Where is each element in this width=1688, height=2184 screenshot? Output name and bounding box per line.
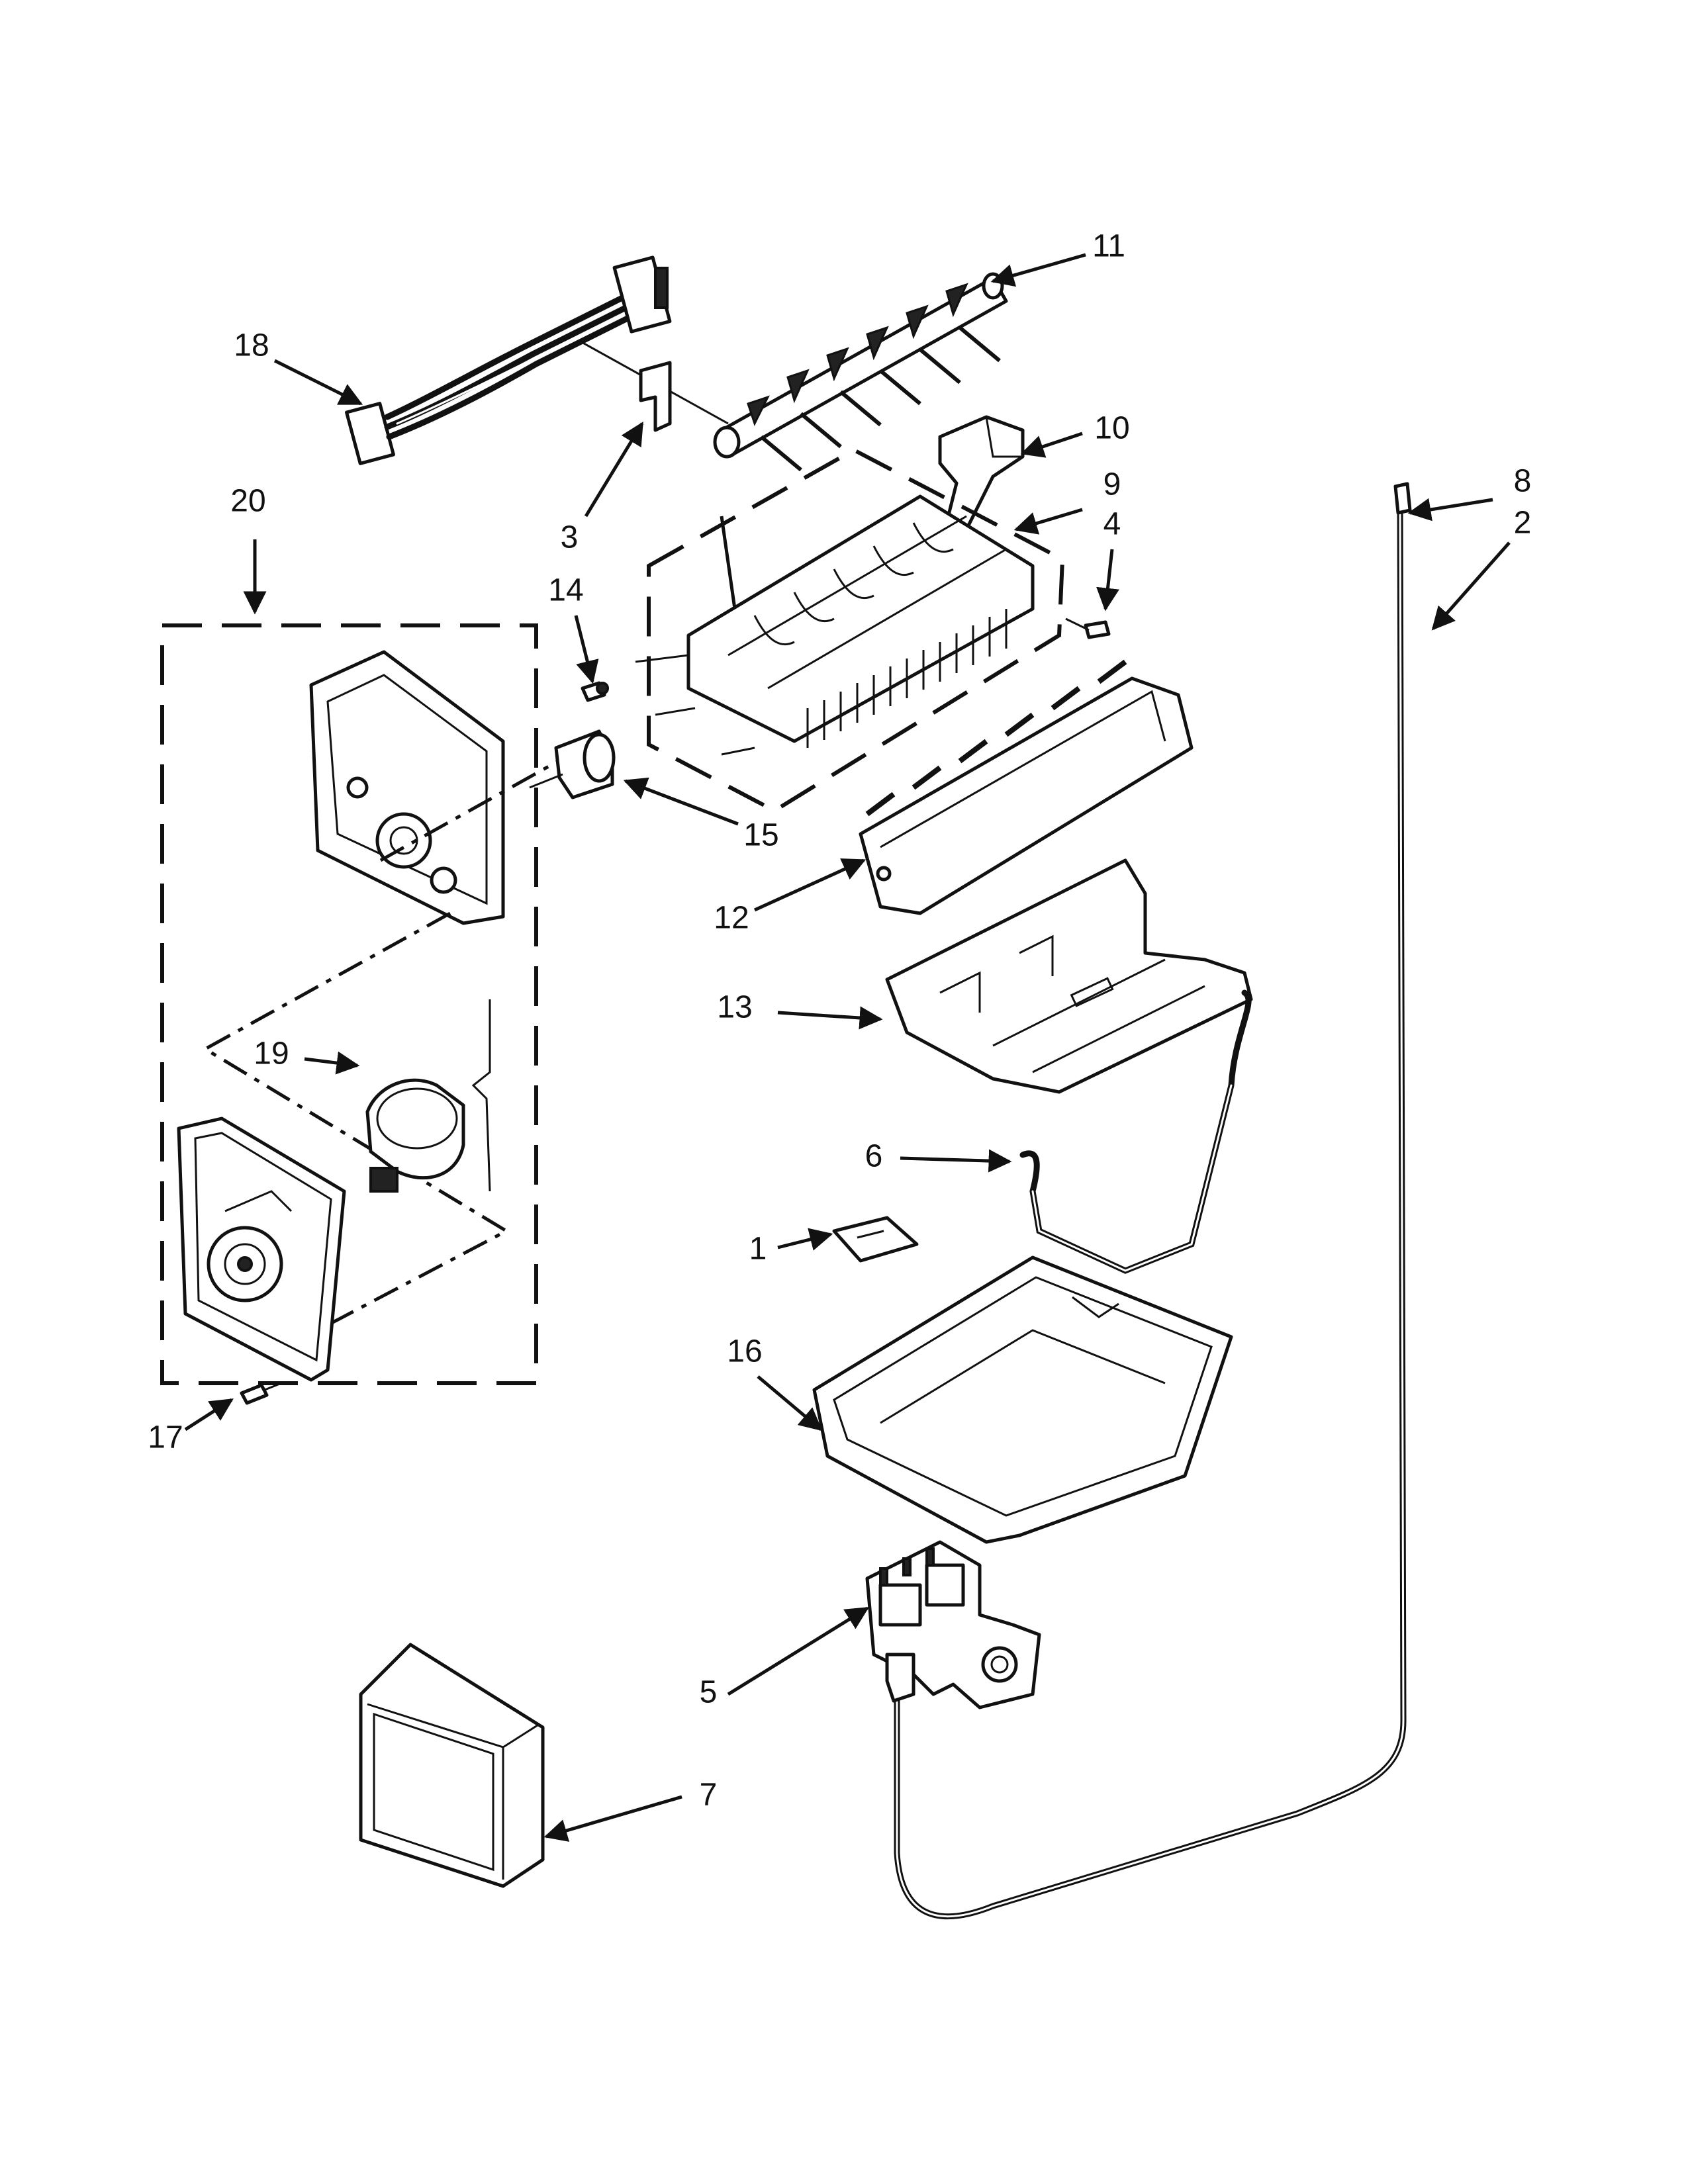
gear-motor-part-19 [365, 999, 491, 1193]
callout-3: 3 [561, 520, 579, 555]
callout-4: 4 [1103, 507, 1121, 542]
cover-part-10 [938, 415, 1025, 531]
bracket-part-13 [885, 858, 1253, 1094]
motor-assembly-box-part-20 [160, 623, 538, 1385]
callout-6: 6 [865, 1139, 883, 1174]
plate-part-1 [832, 1216, 919, 1263]
callout-7: 7 [700, 1778, 718, 1813]
callout-11: 11 [1092, 229, 1125, 264]
wire-harness-part-18 [345, 255, 729, 465]
thermostat-part-15 [529, 729, 616, 799]
ejector-part-11 [713, 272, 1008, 472]
callout-leaders [184, 253, 1511, 1842]
callout-numbers: 11 18 10 8 9 20 2 4 3 14 15 12 13 19 6 1… [148, 229, 1531, 1813]
callout-20: 20 [230, 484, 265, 519]
callout-9: 9 [1103, 467, 1121, 502]
motor-cover-plate [177, 1116, 346, 1382]
callout-13: 13 [717, 990, 752, 1025]
clip-part-14 [581, 681, 609, 702]
callout-5: 5 [700, 1675, 718, 1710]
icemaker-mold-part-9 [635, 447, 1065, 813]
callout-15: 15 [743, 818, 778, 853]
cover-box-part-7 [359, 1643, 545, 1888]
callout-10: 10 [1094, 411, 1129, 446]
screw-part-4 [1065, 617, 1111, 639]
callout-14: 14 [548, 573, 583, 608]
assembly-alignment-lines [202, 911, 510, 1332]
callout-19: 19 [254, 1036, 289, 1071]
guide-part-12 [859, 659, 1194, 915]
fill-tube-part-2 [894, 496, 1407, 1920]
motor-housing [309, 650, 577, 925]
callout-12: 12 [714, 901, 749, 936]
ice-bin-part-16 [812, 1255, 1233, 1544]
tube-fitting-part-8 [1393, 482, 1412, 515]
callout-16: 16 [727, 1334, 762, 1369]
clip-part-3 [639, 361, 672, 432]
bail-arm-part-6 [1019, 989, 1252, 1274]
callout-17: 17 [148, 1420, 183, 1455]
callout-18: 18 [234, 328, 269, 363]
callout-1: 1 [749, 1232, 767, 1267]
screw-part-17 [240, 1382, 282, 1405]
water-valve-part-5 [865, 1540, 1041, 1709]
callout-8: 8 [1514, 464, 1532, 499]
callout-2: 2 [1514, 506, 1532, 541]
